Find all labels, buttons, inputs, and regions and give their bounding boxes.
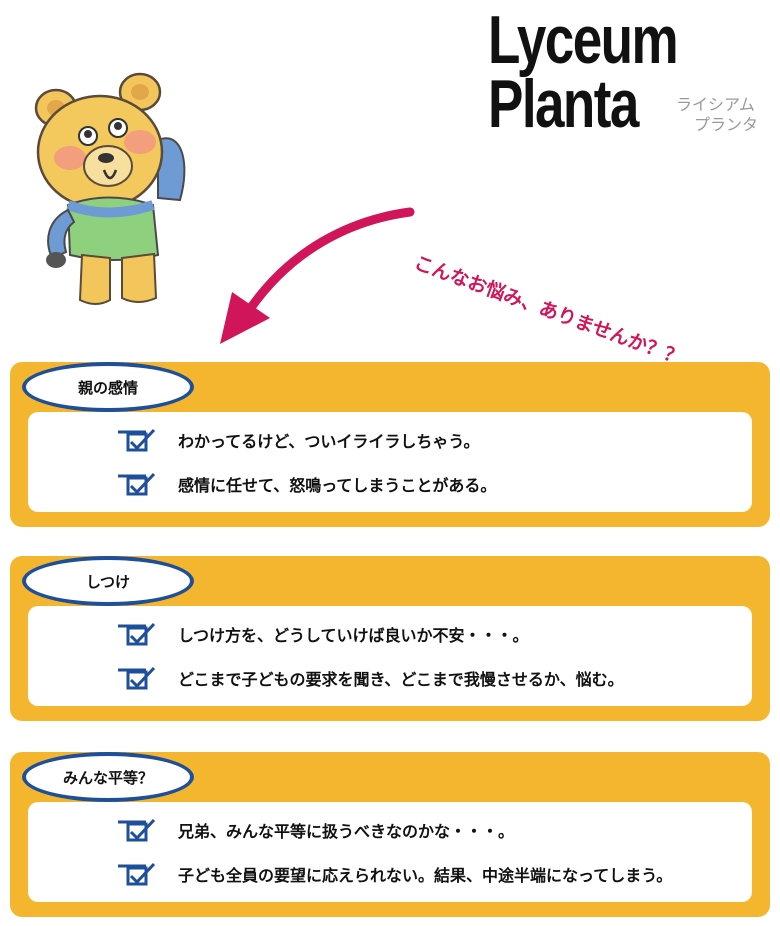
item-text: 感情に任せて、怒鳴ってしまうことがある。 — [178, 476, 497, 495]
section-title-badge: 親の感情 — [22, 362, 194, 412]
list-item: わかってるけど、ついイライラしちゃう。 — [116, 426, 479, 454]
logo-kana-line2: プランタ — [694, 115, 759, 134]
item-text: どこまで子どもの要求を聞き、どこまで我慢させるか、悩む。 — [178, 670, 624, 689]
list-item: 子ども全員の要望に応えられない。結果、中途半端になってしまう。 — [116, 860, 672, 888]
checkbox-check-icon — [118, 622, 156, 646]
checkbox-check-icon — [118, 862, 156, 886]
checkbox-check-icon — [118, 818, 156, 842]
section-panel: 兄弟、みんな平等に扱うべきなのかな・・・。 子ども全員の要望に応えられない。結果… — [10, 752, 770, 917]
section-items-box: しつけ方を、どうしていけば良いか不安・・・。 どこまで子どもの要求を聞き、どこま… — [28, 606, 752, 706]
checkbox-check-icon — [118, 428, 156, 452]
checkbox-check-icon — [118, 472, 156, 496]
item-text: しつけ方を、どうしていけば良いか不安・・・。 — [178, 626, 529, 645]
list-item: しつけ方を、どうしていけば良いか不安・・・。 — [116, 620, 529, 648]
item-text: 兄弟、みんな平等に扱うべきなのかな・・・。 — [178, 822, 515, 841]
list-item: どこまで子どもの要求を聞き、どこまで我慢させるか、悩む。 — [116, 664, 624, 692]
section-title-badge: しつけ — [22, 556, 194, 606]
section-title: 親の感情 — [77, 378, 138, 397]
list-item: 感情に任せて、怒鳴ってしまうことがある。 — [116, 470, 496, 498]
section-items-box: 兄弟、みんな平等に扱うべきなのかな・・・。 子ども全員の要望に応えられない。結果… — [28, 802, 752, 902]
item-text: わかってるけど、ついイライラしちゃう。 — [178, 432, 480, 451]
brand-logo: Lyceum Planta ライシアム プランタ — [488, 6, 778, 140]
section-title-badge: みんな平等？ — [22, 752, 194, 802]
section-panel: しつけ方を、どうしていけば良いか不安・・・。 どこまで子どもの要求を聞き、どこま… — [10, 556, 770, 721]
checkbox-check-icon — [118, 666, 156, 690]
logo-wordmark-line1: Lyceum — [488, 2, 679, 78]
logo-kana-line1: ライシアム — [676, 95, 755, 114]
section-title: みんな平等？ — [62, 768, 153, 787]
curved-arrow-icon — [220, 207, 415, 344]
section-items-box: わかってるけど、ついイライラしちゃう。 感情に任せて、怒鳴ってしまうことがある。 — [28, 412, 752, 512]
logo-wordmark-line2: Planta — [488, 66, 639, 142]
headline-text: こんなお悩み、ありませんか？？ — [411, 251, 686, 370]
item-text: 子ども全員の要望に応えられない。結果、中途半端になってしまう。 — [178, 866, 673, 885]
list-item: 兄弟、みんな平等に扱うべきなのかな・・・。 — [116, 816, 514, 844]
section-title: しつけ — [85, 572, 131, 591]
section-panel: わかってるけど、ついイライラしちゃう。 感情に任せて、怒鳴ってしまうことがある。… — [10, 362, 770, 527]
bear-illustration — [34, 72, 186, 305]
